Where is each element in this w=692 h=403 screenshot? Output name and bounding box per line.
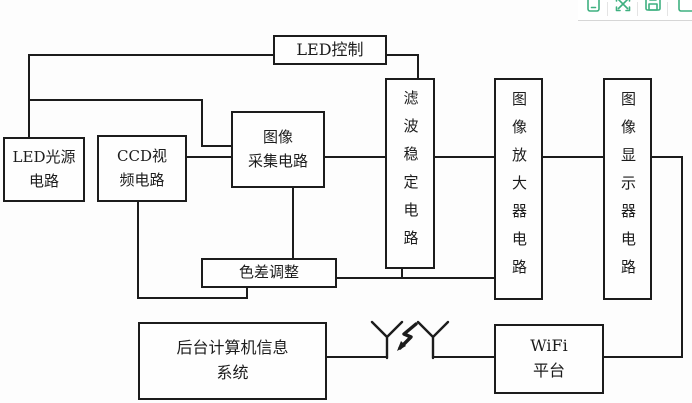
block-image-display: 图像显示器电路 — [603, 78, 652, 300]
toolbar-separator — [607, 2, 608, 16]
block-backend-system-line2: 系统 — [216, 363, 249, 382]
clipped-edge-icon[interactable] — [668, 0, 692, 20]
block-led-control: LED控制 — [273, 35, 387, 65]
block-filter-stabilize: 滤波稳定电路 — [385, 78, 435, 269]
block-image-amplifier-label: 图像放大器电路 — [510, 91, 528, 287]
block-ccd-video: CCD视 频电路 — [97, 135, 187, 202]
block-backend-system: 后台计算机信息 系统 — [138, 322, 327, 400]
connector-coloradjust-stub — [246, 288, 248, 299]
connector-antenna-wifi — [433, 356, 494, 358]
block-ccd-video-line2: 频电路 — [119, 170, 165, 189]
connector-ccd-capture — [187, 156, 231, 158]
block-wifi-platform-line2: 平台 — [532, 361, 565, 380]
block-image-capture-line2: 采集电路 — [247, 151, 308, 170]
right-antenna-icon — [416, 320, 450, 360]
connector-display-wifi-v — [681, 156, 683, 358]
block-image-display-label: 图像显示器电路 — [619, 91, 637, 287]
block-led-source-line1: LED光源 — [12, 148, 76, 167]
toolbar-separator — [667, 2, 668, 16]
connector-wifi-right-h — [604, 356, 683, 358]
save-icon[interactable] — [638, 0, 667, 20]
connector-riser-led-source — [28, 54, 30, 139]
block-image-amplifier: 图像放大器电路 — [494, 78, 543, 300]
connector-ledsource-capture-h2 — [201, 145, 231, 147]
connector-capture-coloradjust — [292, 188, 294, 258]
block-color-adjust-label: 色差调整 — [238, 263, 299, 282]
lightning-bolt-icon — [398, 322, 418, 350]
block-image-capture-line1: 图像 — [262, 128, 293, 147]
connector-ccd-coloradjust-h — [137, 297, 248, 299]
block-led-control-label: LED控制 — [296, 39, 364, 59]
connector-ledsource-capture-v — [201, 99, 203, 147]
connector-ccd-down — [137, 202, 139, 299]
connector-capture-filter — [325, 156, 385, 158]
block-image-capture: 图像 采集电路 — [231, 111, 325, 188]
wireless-link-antennas — [370, 320, 450, 360]
lightning-bolt-tip — [397, 341, 406, 351]
block-filter-stabilize-label: 滤波稳定电路 — [401, 89, 420, 258]
block-backend-system-line1: 后台计算机信息 — [176, 338, 289, 358]
block-led-source-line2: 电路 — [28, 171, 59, 190]
block-led-source: LED光源 电路 — [3, 137, 85, 202]
connector-ledcontrol-filter-h — [387, 54, 419, 56]
connector-amplifier-display — [543, 156, 603, 158]
left-antenna-icon — [370, 320, 404, 360]
connector-backend-antenna — [327, 356, 387, 358]
toolbar-separator — [637, 2, 638, 16]
block-ccd-video-line1: CCD视 — [117, 147, 167, 166]
connector-ledsource-capture-h — [28, 99, 203, 101]
connector-coloradjust-amplifier — [337, 277, 494, 279]
phone-icon[interactable] — [578, 0, 607, 20]
floating-toolbar — [578, 0, 692, 21]
expand-arrows-icon[interactable] — [608, 0, 637, 20]
block-wifi-platform-line1: WiFi — [530, 336, 568, 356]
connector-filter-amplifier — [435, 156, 494, 158]
block-wifi-platform: WiFi 平台 — [494, 324, 604, 394]
connector-filter-bottom-stub — [401, 269, 403, 279]
block-color-adjust: 色差调整 — [201, 258, 337, 288]
connector-ledcontrol-filter-v — [417, 54, 419, 78]
connector-display-right-h — [652, 156, 683, 158]
connector-ledsource-ledcontrol — [28, 54, 273, 56]
